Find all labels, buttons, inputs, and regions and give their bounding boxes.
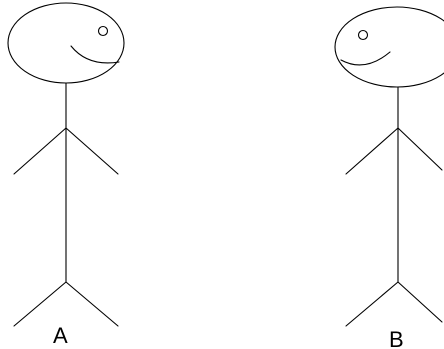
left-leg	[13, 281, 67, 327]
figure-label-b: B	[389, 327, 404, 349]
figure-label-a: A	[53, 323, 68, 348]
stick-figure-a: A	[7, 2, 125, 348]
smile	[70, 45, 120, 64]
smile	[340, 51, 391, 66]
stick-figure-b: B	[334, 6, 444, 349]
eye	[357, 29, 369, 41]
eye	[97, 25, 109, 37]
head	[334, 6, 444, 88]
right-leg	[65, 281, 119, 327]
right-leg	[397, 281, 443, 323]
head	[7, 2, 125, 84]
right-arm	[65, 127, 119, 175]
left-arm	[13, 127, 67, 175]
left-leg	[345, 281, 399, 327]
right-arm	[397, 127, 443, 171]
left-arm	[345, 127, 399, 175]
